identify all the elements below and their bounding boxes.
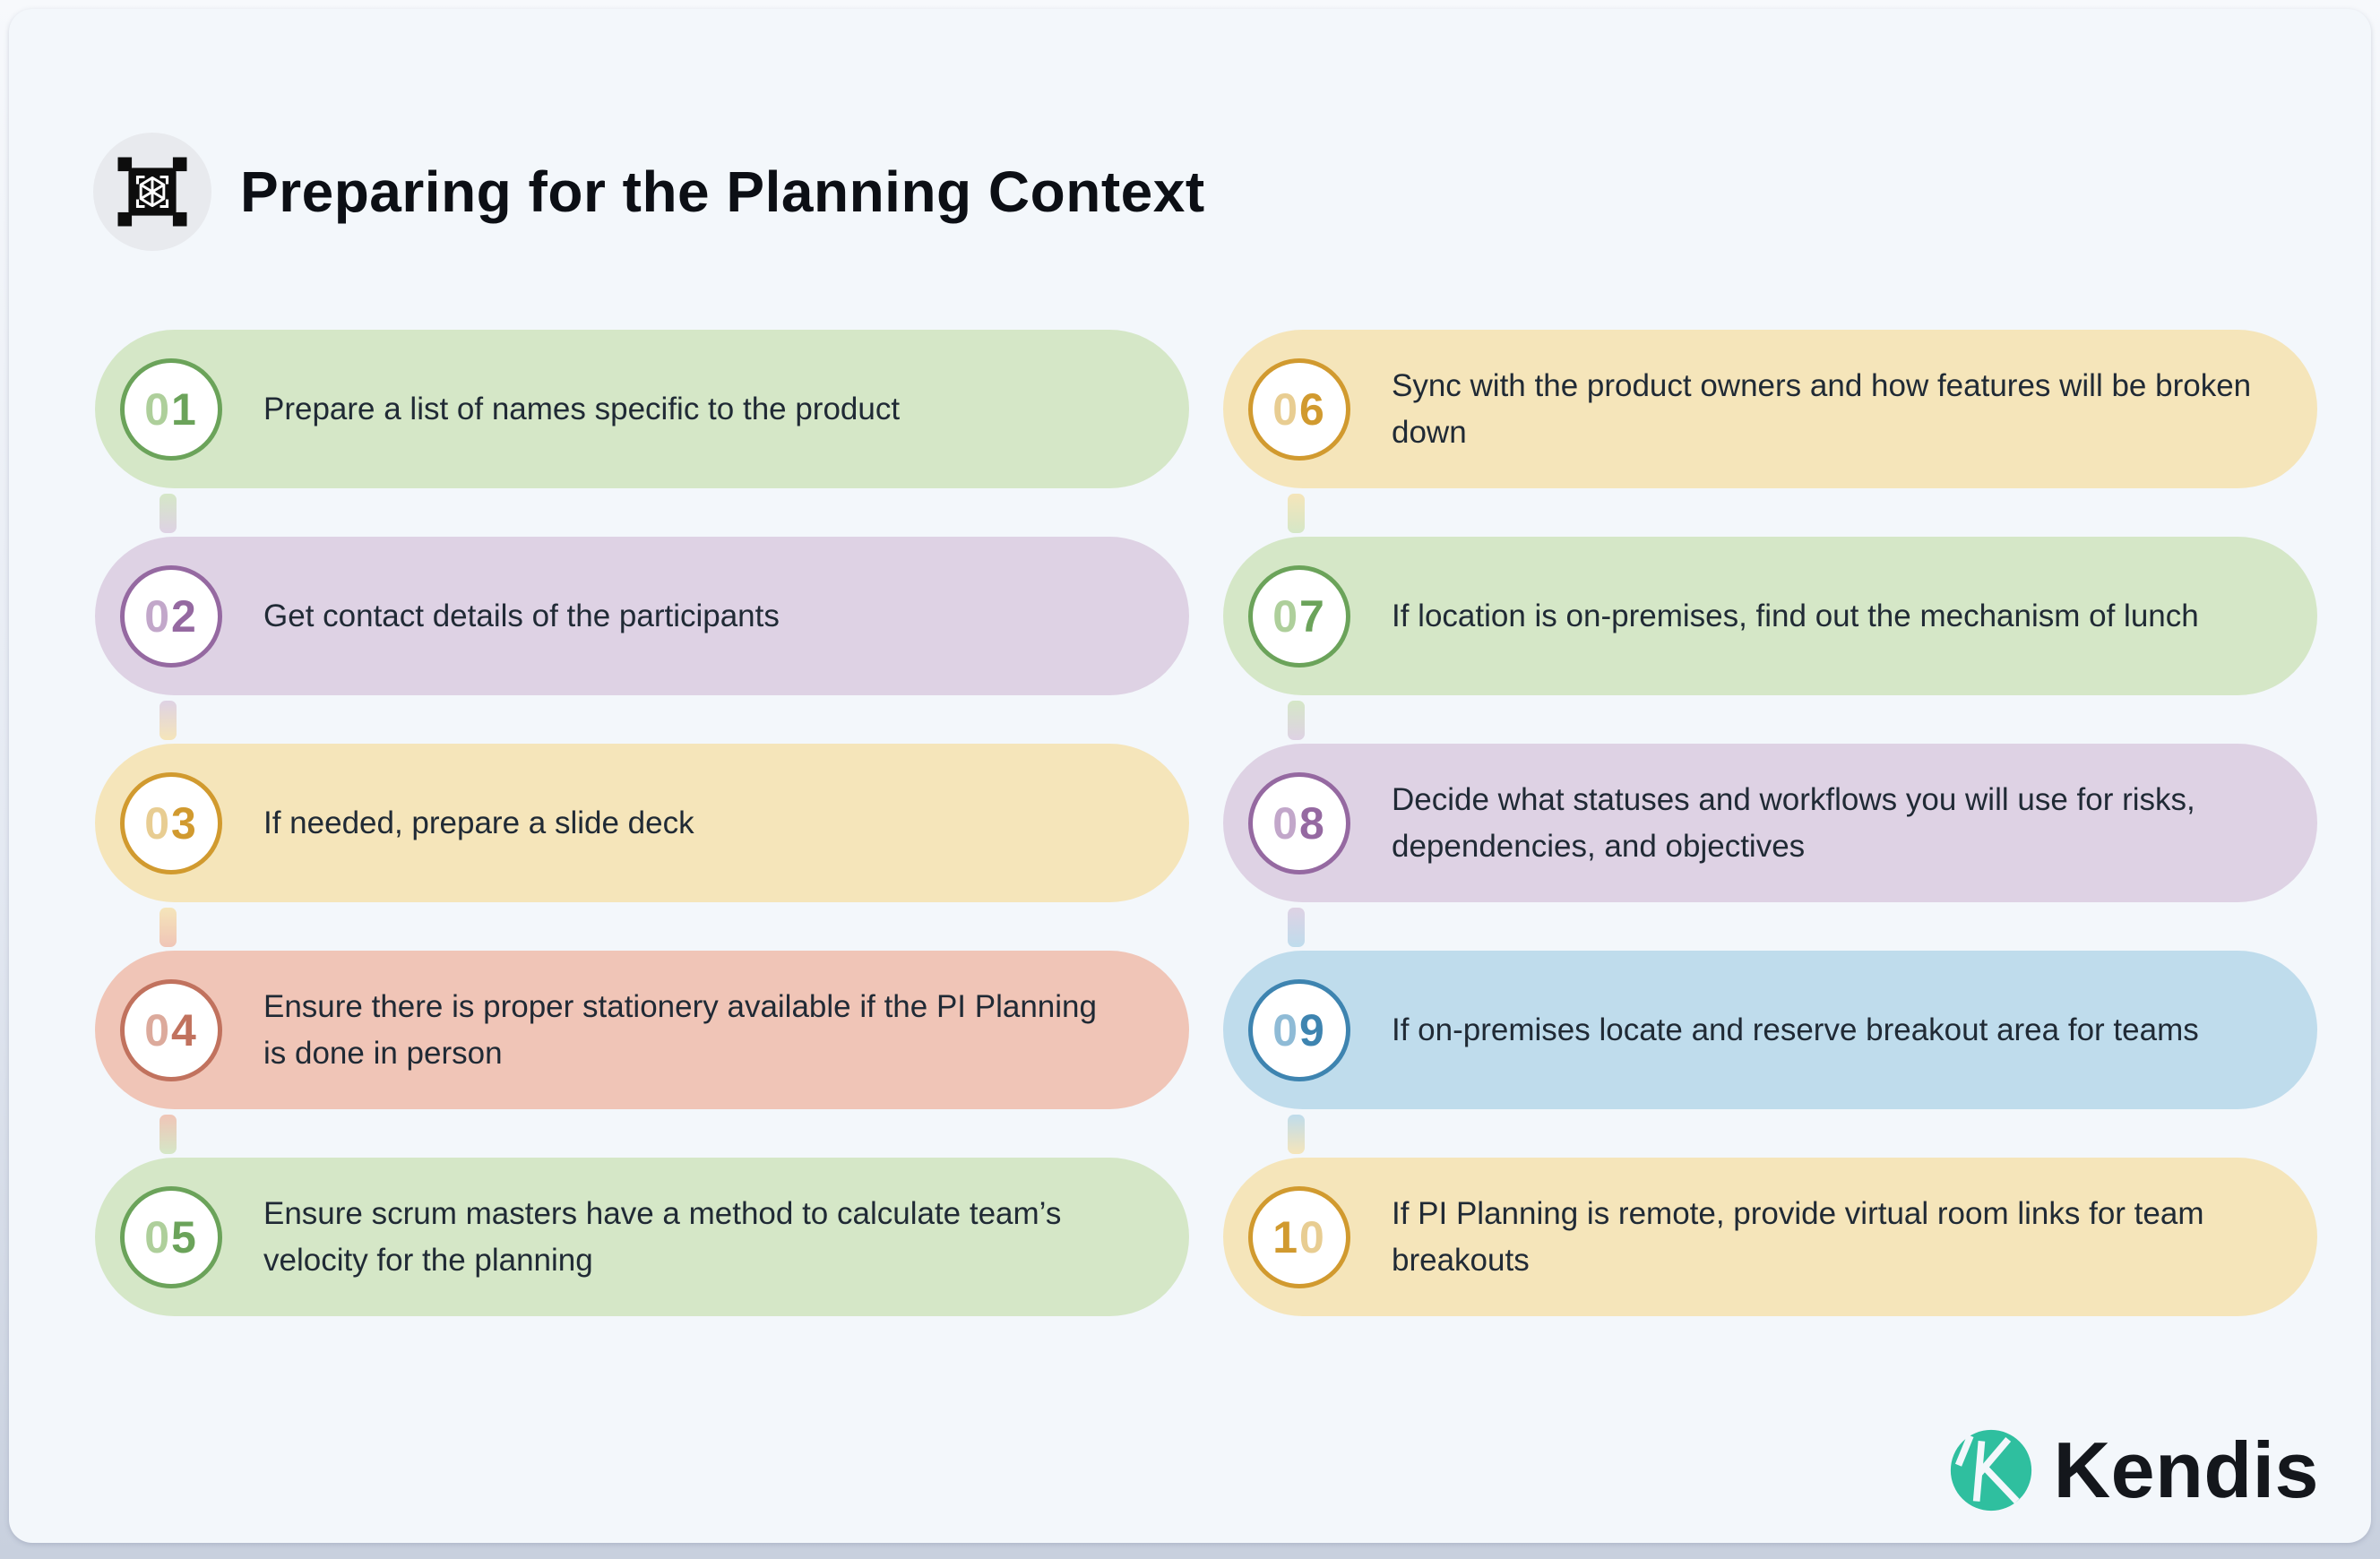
step-text: If needed, prepare a slide deck [263, 805, 694, 840]
header-icon-circle [93, 133, 211, 251]
step-text: Ensure scrum masters have a method to ca… [263, 1196, 1062, 1278]
step-text: Get contact details of the participants [263, 598, 780, 633]
step-connector [1288, 494, 1305, 533]
step-text: If location is on-premises, find out the… [1392, 598, 2199, 633]
step-text: Ensure there is proper stationery availa… [263, 989, 1097, 1071]
brand-name: Kendis [2053, 1425, 2319, 1514]
step-connector [160, 701, 177, 740]
step-number-digit: 0 [144, 383, 171, 435]
step-number-digit: 4 [171, 1004, 198, 1055]
step-number-digit: 1 [171, 383, 198, 435]
step-text: If PI Planning is remote, provide virtua… [1392, 1196, 2204, 1278]
header: Preparing for the Planning Context [93, 133, 1205, 251]
cube-scan-icon [117, 157, 187, 227]
step-number-digit: 7 [1299, 590, 1326, 642]
step-number-digit: 1 [1272, 1211, 1299, 1262]
step-number-digit: 5 [171, 1211, 198, 1262]
step-number-digit: 2 [171, 590, 198, 642]
step-number-digit: 6 [1299, 383, 1326, 435]
brand-footer: Kendis [1948, 1425, 2319, 1516]
step-text: Prepare a list of names specific to the … [263, 391, 901, 426]
step-connector [160, 1115, 177, 1154]
step-number-digit: 0 [1272, 1004, 1299, 1055]
step-number-digit: 0 [144, 590, 171, 642]
step-number-digit: 0 [144, 1211, 171, 1262]
page-title: Preparing for the Planning Context [240, 159, 1205, 224]
step-number-digit: 0 [1299, 1211, 1326, 1262]
step-number-digit: 8 [1299, 797, 1326, 848]
step-text: Sync with the product owners and how fea… [1392, 368, 2252, 450]
step-connector [1288, 701, 1305, 740]
step-number-digit: 0 [144, 797, 171, 848]
step-number-digit: 3 [171, 797, 198, 848]
step-number-digit: 0 [1272, 383, 1299, 435]
step-number-digit: 0 [144, 1004, 171, 1055]
step-number-digit: 0 [1272, 797, 1299, 848]
kendis-k-icon [1950, 1429, 2031, 1512]
step-connector [160, 494, 177, 533]
step-text: If on-premises locate and reserve breako… [1392, 1012, 2199, 1047]
step-connector [1288, 1115, 1305, 1154]
step-number-digit: 9 [1299, 1004, 1326, 1055]
step-number-digit: 0 [1272, 590, 1299, 642]
step-text: Decide what statuses and workflows you w… [1392, 782, 2195, 864]
step-connector [160, 908, 177, 947]
step-connector [1288, 908, 1305, 947]
